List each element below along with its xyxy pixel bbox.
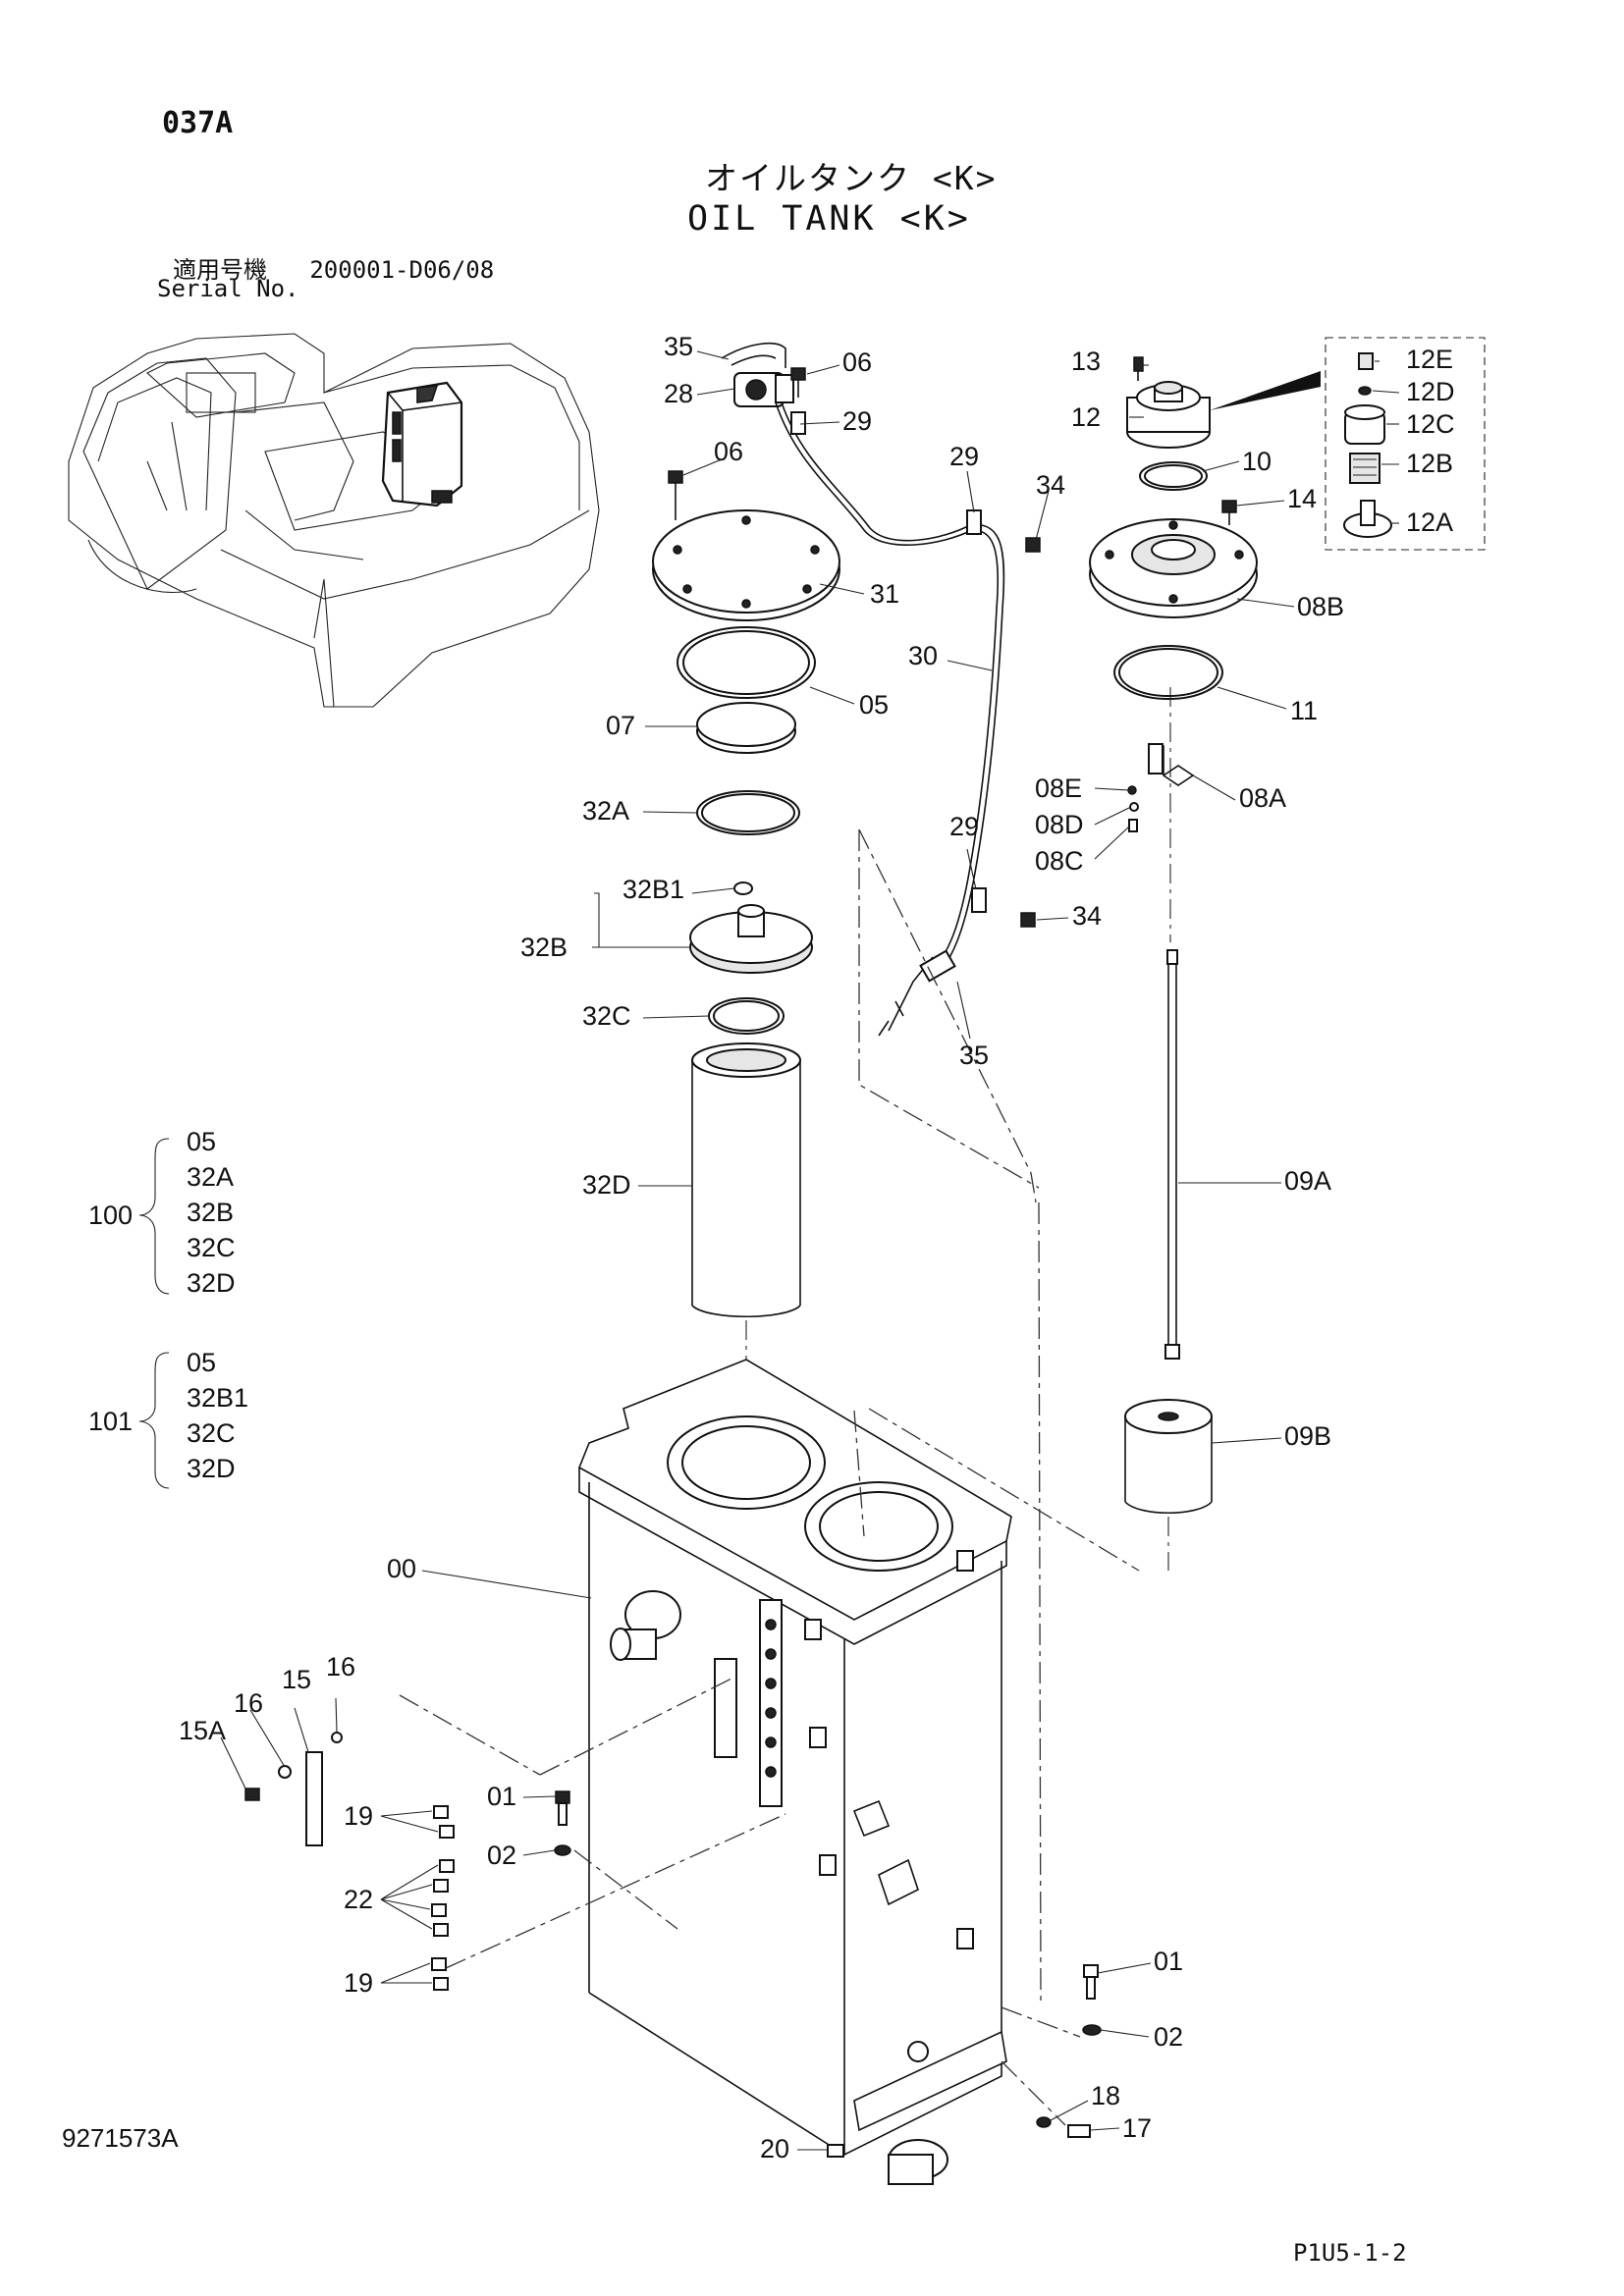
callout-16-b: 16 [326,1652,356,1682]
callout-32b1: 32B1 [623,875,685,904]
callout-14: 14 [1287,484,1318,513]
serial-number-line-japanese: 適用号機 200001-D06/08 [173,250,494,285]
kit-item: 32B [187,1198,235,1227]
callout-08e: 08E [1035,774,1083,803]
excavator-overview-illustration [68,333,600,708]
callout-34-top: 34 [1036,470,1066,500]
callout-22: 22 [344,1885,374,1914]
breather-assembly [1089,356,1258,1571]
return-filter-assembly [652,343,1041,1364]
fastener-hardware [244,1732,1102,2158]
callout-10: 10 [1242,447,1272,476]
callout-18: 18 [1091,2081,1121,2110]
assembly-phantom-lines [399,828,1140,2126]
serial-label-english: Serial No. [157,275,299,302]
callout-12d: 12D [1406,377,1455,406]
callout-02-left: 02 [487,1841,517,1870]
callout-12e: 12E [1406,345,1454,374]
serial-label-japanese: 適用号機 [173,256,267,284]
callout-02-right: 02 [1154,2022,1184,2052]
callout-30: 30 [908,641,939,670]
callout-16-a: 16 [234,1688,264,1718]
callout-15: 15 [282,1665,312,1694]
page-number: P1U5-1-2 [1293,2239,1407,2267]
document-number: 9271573A [62,2123,179,2153]
callout-32b: 32B [520,933,568,962]
kit-item: 05 [187,1348,217,1377]
callout-11: 11 [1290,696,1319,725]
callout-13: 13 [1071,347,1102,376]
callout-05: 05 [859,690,890,720]
callout-09a: 09A [1284,1166,1332,1196]
callout-35-sensor-top: 35 [664,332,694,361]
callout-08d: 08D [1035,810,1084,839]
title-japanese: オイルタンク <K> [705,159,998,197]
callout-29-top: 29 [842,406,873,436]
serial-value: 200001-D06/08 [309,256,495,284]
kit-item: 05 [187,1127,217,1156]
callout-00: 00 [387,1554,417,1583]
kit-item: 32B1 [187,1383,249,1413]
callout-12b: 12B [1406,449,1454,478]
callout-29-low: 29 [949,812,980,841]
kit-brackets [138,1138,170,1489]
kit-item: 32D [187,1454,236,1483]
callout-19-b: 19 [344,1968,374,1998]
page-code: 037A [162,106,234,140]
callout-20: 20 [760,2134,790,2163]
kit-item: 32D [187,1268,236,1298]
callout-06-top: 06 [842,347,873,377]
callout-08b: 08B [1297,592,1345,621]
oil-tank-body [577,1359,1012,2185]
callout-12: 12 [1071,402,1102,432]
callout-12c: 12C [1406,409,1455,439]
kit-item: 32C [187,1418,236,1448]
callout-leader-lines [220,350,1400,2151]
callout-01-left: 01 [487,1782,517,1811]
callout-32c: 32C [582,1001,631,1031]
kit-item: 32A [187,1162,235,1192]
callout-06-cover: 06 [714,437,744,466]
callout-09b: 09B [1284,1421,1332,1451]
callout-35-sensor-low: 35 [959,1041,990,1070]
callout-08a: 08A [1239,783,1287,813]
breather-detail-inset [1210,337,1486,551]
callout-32a: 32A [582,796,630,826]
callout-32d: 32D [582,1170,631,1200]
kit-number: 101 [88,1407,134,1436]
callout-34-low: 34 [1072,901,1103,931]
callout-29-mid: 29 [949,442,980,471]
title-english: OIL TANK <K> [687,199,971,239]
callout-08c: 08C [1035,846,1084,876]
callout-07: 07 [606,711,636,740]
callout-12a: 12A [1406,507,1454,537]
callout-15a: 15A [179,1716,227,1745]
callout-19-a: 19 [344,1801,374,1831]
callout-31: 31 [870,579,900,609]
kit-item: 32C [187,1233,236,1262]
callout-17: 17 [1122,2113,1153,2143]
kit-number: 100 [88,1201,134,1230]
callout-01-right: 01 [1154,1947,1184,1976]
callout-28: 28 [664,379,694,408]
